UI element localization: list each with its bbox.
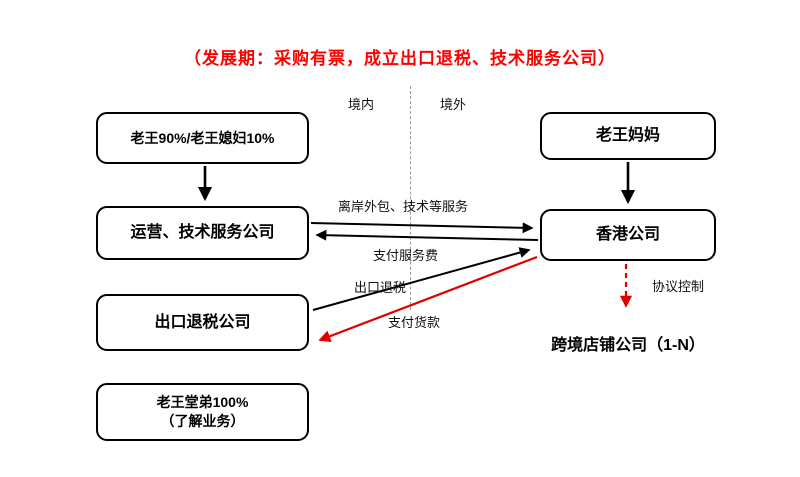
edge-label-pay-service-fee: 支付服务费 — [372, 248, 438, 263]
region-label-domestic: 境内 — [348, 97, 375, 112]
node-crossborder-shops: 跨境店铺公司（1-N） — [530, 331, 726, 355]
node-ops-company: 运营、技术服务公司 — [96, 206, 309, 260]
node-hk-company-label: 香港公司 — [595, 226, 660, 244]
edge-label-pay-goods: 支付货款 — [387, 315, 440, 330]
node-crossborder-shops-label: 跨境店铺公司（1-N） — [551, 337, 705, 354]
node-owner-label: 老王90%/老王媳妇10% — [130, 129, 275, 146]
node-cousin-line1: 老王堂弟100% — [156, 394, 249, 411]
node-mother: 老王妈妈 — [540, 112, 716, 160]
node-export-rebate-company: 出口退税公司 — [96, 294, 309, 351]
node-cousin-line2: （了解业务） — [160, 413, 245, 429]
border-divider-line — [410, 86, 411, 310]
arrow-hk-to-ops-pay-service-fee — [315, 229, 539, 241]
node-cousin: 老王堂弟100% （了解业务） — [96, 383, 309, 441]
node-export-rebate-company-label: 出口退税公司 — [154, 313, 251, 331]
region-label-overseas: 境外 — [440, 97, 467, 112]
arrow-ops-to-hk-service — [310, 222, 534, 234]
edge-label-agreement-control: 协议控制 — [651, 279, 704, 294]
edge-label-export-rebate: 出口退税 — [353, 280, 406, 295]
node-mother-label: 老王妈妈 — [595, 127, 660, 145]
edge-label-offshore-service: 离岸外包、技术等服务 — [337, 199, 468, 214]
node-hk-company: 香港公司 — [540, 209, 716, 261]
node-ops-company-label: 运营、技术服务公司 — [130, 224, 275, 242]
node-owner: 老王90%/老王媳妇10% — [96, 112, 309, 164]
diagram-title: （发展期：采购有票，成立出口退税、技术服务公司） — [184, 49, 616, 68]
